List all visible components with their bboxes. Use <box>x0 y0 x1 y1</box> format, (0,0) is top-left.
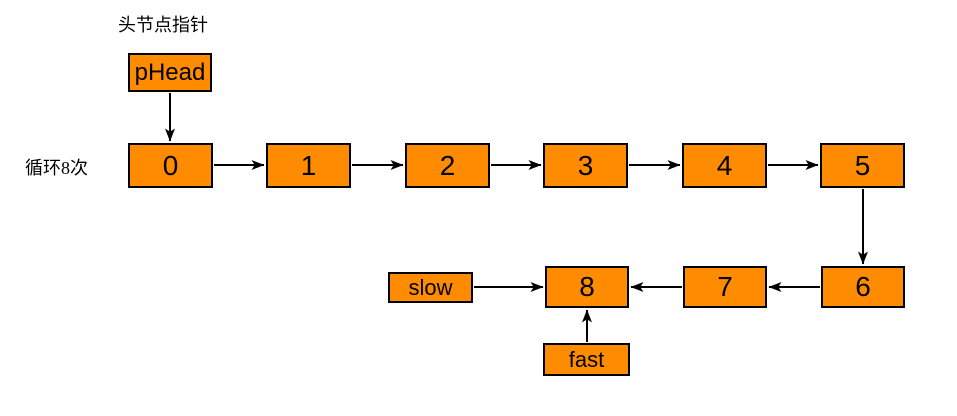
node-6: 6 <box>821 266 905 308</box>
fast-pointer-box: fast <box>543 343 630 376</box>
phead-box: pHead <box>128 53 212 92</box>
node-0: 0 <box>128 143 213 188</box>
node-3: 3 <box>543 143 628 188</box>
node-8: 8 <box>545 266 629 308</box>
loop-count-label: 循环8次 <box>25 158 88 178</box>
node-5: 5 <box>820 143 905 188</box>
node-4: 4 <box>682 143 767 188</box>
node-7: 7 <box>683 266 767 308</box>
head-pointer-label: 头节点指针 <box>118 15 208 35</box>
node-1: 1 <box>266 143 351 188</box>
node-2: 2 <box>405 143 490 188</box>
slow-pointer-box: slow <box>388 272 473 303</box>
